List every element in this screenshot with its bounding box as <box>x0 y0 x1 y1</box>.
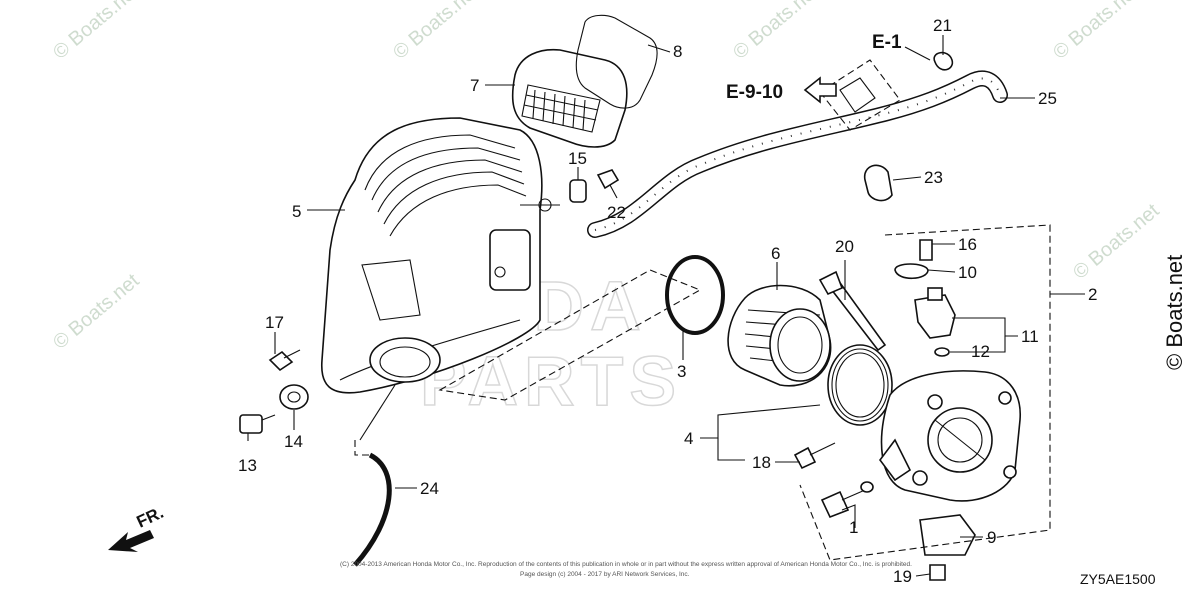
callout-10: 10 <box>958 263 977 282</box>
callout-11: 11 <box>1021 327 1039 346</box>
callout-9: 9 <box>987 528 996 547</box>
callout-numbers: 1 2 3 4 5 6 7 8 9 10 11 12 13 14 15 16 1… <box>238 16 1097 586</box>
watermark-text: © Boats.net <box>49 269 144 353</box>
watermark-text: © Boats.net <box>729 0 824 64</box>
side-watermark: © Boats.net <box>1162 255 1187 370</box>
bolts <box>239 270 976 581</box>
callout-15: 15 <box>568 149 587 168</box>
callout-20: 20 <box>835 237 854 256</box>
watermark-text: © Boats.net <box>1069 199 1164 283</box>
callout-14: 14 <box>284 432 303 451</box>
sensor-assembly <box>894 239 956 357</box>
callout-23: 23 <box>924 168 943 187</box>
callout-7: 7 <box>470 76 479 95</box>
air-cleaner-case <box>320 117 560 394</box>
filter-gasket <box>575 14 658 109</box>
callout-2: 2 <box>1088 285 1097 304</box>
watermark-text: © Boats.net <box>1049 0 1144 64</box>
intake-ring <box>665 255 725 335</box>
callout-3: 3 <box>677 362 686 381</box>
copyright-line-2: Page design (c) 2004 - 2017 by ARI Netwo… <box>520 571 690 578</box>
copyright-line-1: (C) 2004-2013 American Honda Motor Co., … <box>340 561 912 568</box>
watermark-text: © Boats.net <box>389 0 484 64</box>
drain-tube <box>353 452 392 567</box>
throttle-body <box>879 370 1021 502</box>
front-direction-label: FR. <box>134 503 167 532</box>
callout-19: 19 <box>893 567 912 586</box>
throttle-body-outline <box>799 224 1051 561</box>
callout-17: 17 <box>265 313 284 332</box>
callout-12: 12 <box>971 342 990 361</box>
section-ref-e1[interactable]: E-1 <box>872 32 902 53</box>
callout-16: 16 <box>958 235 977 254</box>
hose-clips <box>819 51 954 202</box>
callout-6: 6 <box>771 244 780 263</box>
breather-hose <box>587 70 1008 238</box>
callout-25: 25 <box>1038 89 1057 108</box>
air-filter <box>511 48 628 148</box>
outline-dashed <box>438 269 702 401</box>
watermark-text: © Boats.net <box>49 0 144 64</box>
tube-bands <box>827 344 893 426</box>
callout-24: 24 <box>420 479 439 498</box>
leader-lines <box>247 35 1085 577</box>
callout-4: 4 <box>684 429 693 448</box>
callout-18: 18 <box>752 453 771 472</box>
callout-5: 5 <box>292 202 301 221</box>
callout-13: 13 <box>238 456 257 475</box>
grommet-and-plug <box>569 169 620 203</box>
intake-tube <box>727 284 832 387</box>
callout-1: 1 <box>849 518 858 537</box>
callout-8: 8 <box>673 42 682 61</box>
front-direction-arrow <box>108 530 154 552</box>
section-ref-e9-10[interactable]: E-9-10 <box>726 82 783 103</box>
callout-22: 22 <box>607 203 626 222</box>
section-ref-arrow <box>803 76 837 104</box>
diagram-code: ZY5AE1500 <box>1080 571 1156 587</box>
callout-21: 21 <box>933 16 952 35</box>
drain-tube-path <box>354 440 370 456</box>
